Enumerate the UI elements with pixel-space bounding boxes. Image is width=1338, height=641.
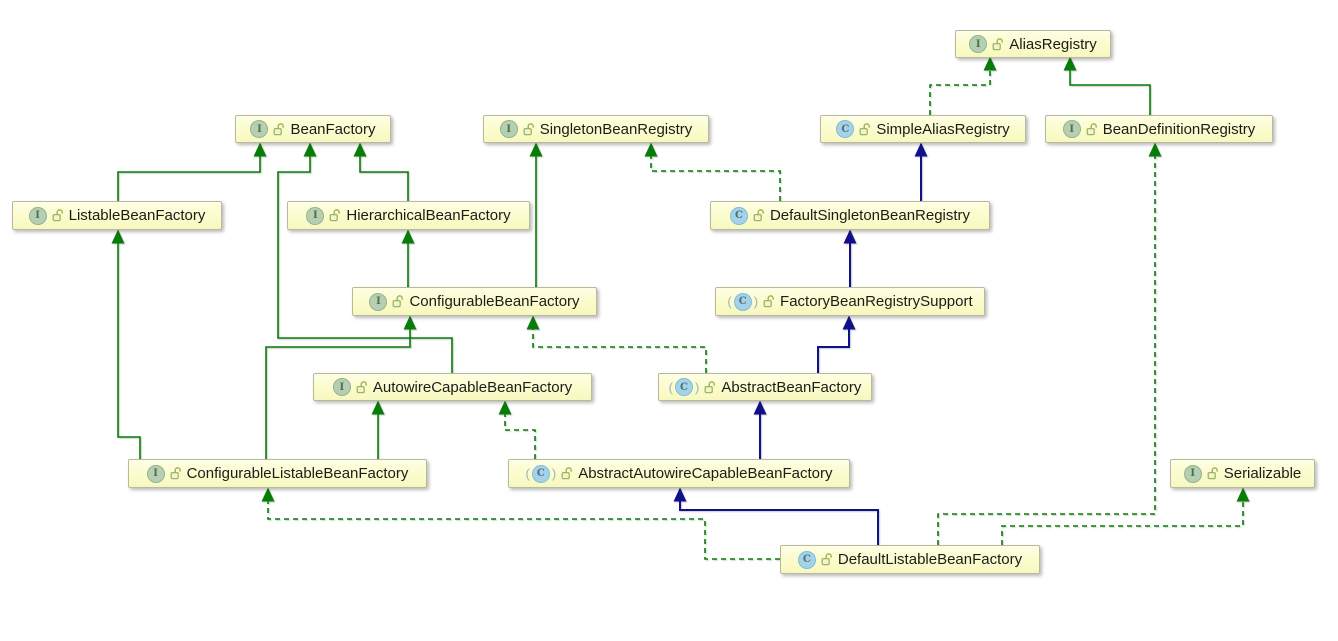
- class-node-label: BeanFactory: [290, 120, 376, 138]
- class-node-AbstractAutowireCapableBeanFactory[interactable]: (C) AbstractAutowireCapableBeanFactory: [508, 459, 850, 488]
- edge-AbstractAutowireCapableBeanFactory-to-AutowireCapableBeanFactory-implements: [498, 400, 536, 459]
- public-lock-icon: [1086, 122, 1097, 135]
- edge-AbstractBeanFactory-to-FactoryBeanRegistrySupport-class-extends: [817, 315, 856, 373]
- class-node-Serializable[interactable]: I Serializable: [1170, 459, 1315, 488]
- abstract-class-icon: C: [733, 292, 752, 311]
- public-lock-icon: [859, 122, 871, 135]
- interface-icon: I: [146, 464, 165, 483]
- class-node-AutowireCapableBeanFactory[interactable]: I AutowireCapableBeanFactory: [313, 373, 592, 401]
- class-node-DefaultSingletonBeanRegistry[interactable]: C DefaultSingletonBeanRegistry: [710, 201, 990, 230]
- edge-DefaultSingletonBeanRegistry-to-SingletonBeanRegistry-implements: [644, 142, 781, 201]
- interface-icon: I: [250, 120, 269, 138]
- class-node-label: BeanDefinitionRegistry: [1102, 120, 1256, 138]
- class-node-AbstractBeanFactory[interactable]: (C) AbstractBeanFactory: [658, 373, 872, 401]
- public-lock-icon: [170, 467, 181, 480]
- interface-icon: I: [1183, 464, 1202, 483]
- class-node-AliasRegistry[interactable]: I AliasRegistry: [955, 30, 1111, 58]
- class-node-label: ListableBeanFactory: [68, 207, 206, 224]
- edge-SimpleAliasRegistry-to-AliasRegistry-implements: [929, 56, 997, 115]
- public-lock-icon: [821, 553, 832, 566]
- class-node-FactoryBeanRegistrySupport[interactable]: (C) FactoryBeanRegistrySupport: [715, 287, 985, 316]
- class-node-label: AbstractAutowireCapableBeanFactory: [578, 465, 833, 482]
- class-node-label: AbstractBeanFactory: [721, 378, 862, 396]
- public-lock-icon: [1207, 467, 1218, 480]
- public-lock-icon: [356, 380, 367, 393]
- abstract-paren: ): [753, 294, 759, 309]
- class-node-BeanFactory[interactable]: I BeanFactory: [235, 115, 391, 143]
- interface-icon: I: [332, 378, 351, 396]
- abstract-paren: ): [694, 379, 700, 395]
- class-icon: C: [729, 206, 748, 225]
- class-node-label: AliasRegistry: [1009, 35, 1097, 53]
- interface-icon: I: [306, 206, 325, 225]
- interface-icon: I: [969, 35, 988, 53]
- class-node-label: HierarchicalBeanFactory: [346, 207, 511, 224]
- abstract-paren: (: [668, 379, 673, 395]
- interface-icon: I: [499, 120, 518, 138]
- class-node-HierarchicalBeanFactory[interactable]: I HierarchicalBeanFactory: [287, 201, 530, 230]
- public-lock-icon: [392, 295, 404, 308]
- class-node-label: FactoryBeanRegistrySupport: [780, 293, 973, 310]
- abstract-class-icon: C: [674, 378, 693, 396]
- abstract-paren: ): [551, 466, 557, 481]
- class-node-label: AutowireCapableBeanFactory: [372, 378, 573, 396]
- class-node-BeanDefinitionRegistry[interactable]: I BeanDefinitionRegistry: [1045, 115, 1273, 143]
- interface-icon: I: [369, 292, 388, 311]
- edge-AutowireCapableBeanFactory-to-BeanFactory-extends: [277, 142, 453, 373]
- edge-DefaultListableBeanFactory-to-AbstractAutowireCapableBeanFactory-class-extends: [673, 487, 879, 545]
- edge-DefaultListableBeanFactory-to-Serializable-implements: [1001, 487, 1250, 545]
- edge-DefaultListableBeanFactory-to-BeanDefinitionRegistry-implements: [937, 142, 1162, 545]
- class-node-SingletonBeanRegistry[interactable]: I SingletonBeanRegistry: [483, 115, 709, 143]
- public-lock-icon: [561, 467, 573, 480]
- edge-ConfigurableListableBeanFactory-to-ListableBeanFactory-extends: [111, 229, 141, 459]
- interface-icon: I: [28, 206, 47, 225]
- edge-BeanDefinitionRegistry-to-AliasRegistry-extends: [1063, 56, 1151, 115]
- class-node-label: Serializable: [1223, 465, 1302, 482]
- abstract-paren: (: [727, 294, 732, 309]
- class-node-DefaultListableBeanFactory[interactable]: C DefaultListableBeanFactory: [780, 545, 1040, 574]
- edge-ListableBeanFactory-to-BeanFactory-extends: [117, 142, 267, 201]
- class-node-label: DefaultSingletonBeanRegistry: [769, 207, 971, 224]
- edge-DefaultListableBeanFactory-to-ConfigurableListableBeanFactory-implements: [261, 487, 780, 560]
- class-node-ConfigurableListableBeanFactory[interactable]: I ConfigurableListableBeanFactory: [128, 459, 427, 488]
- class-icon: C: [836, 120, 855, 138]
- class-node-ConfigurableBeanFactory[interactable]: I ConfigurableBeanFactory: [352, 287, 597, 316]
- public-lock-icon: [992, 37, 1004, 50]
- edge-ConfigurableListableBeanFactory-to-ConfigurableBeanFactory-extends: [265, 315, 417, 459]
- class-node-label: DefaultListableBeanFactory: [837, 551, 1023, 568]
- class-node-label: ConfigurableBeanFactory: [409, 293, 580, 310]
- public-lock-icon: [274, 122, 285, 135]
- public-lock-icon: [329, 209, 341, 222]
- public-lock-icon: [763, 295, 774, 308]
- abstract-paren: (: [525, 466, 530, 481]
- interface-icon: I: [1062, 120, 1081, 138]
- public-lock-icon: [704, 380, 716, 393]
- class-node-ListableBeanFactory[interactable]: I ListableBeanFactory: [12, 201, 222, 230]
- edge-AbstractBeanFactory-to-ConfigurableBeanFactory-implements: [526, 315, 707, 373]
- abstract-class-icon: C: [531, 464, 550, 483]
- class-icon: C: [797, 550, 816, 569]
- public-lock-icon: [753, 209, 764, 222]
- class-node-SimpleAliasRegistry[interactable]: C SimpleAliasRegistry: [820, 115, 1026, 143]
- class-node-label: SimpleAliasRegistry: [876, 120, 1010, 138]
- public-lock-icon: [523, 122, 534, 135]
- class-node-label: SingletonBeanRegistry: [539, 120, 693, 138]
- public-lock-icon: [52, 209, 63, 222]
- class-node-label: ConfigurableListableBeanFactory: [186, 465, 409, 482]
- edge-HierarchicalBeanFactory-to-BeanFactory-extends: [353, 142, 409, 201]
